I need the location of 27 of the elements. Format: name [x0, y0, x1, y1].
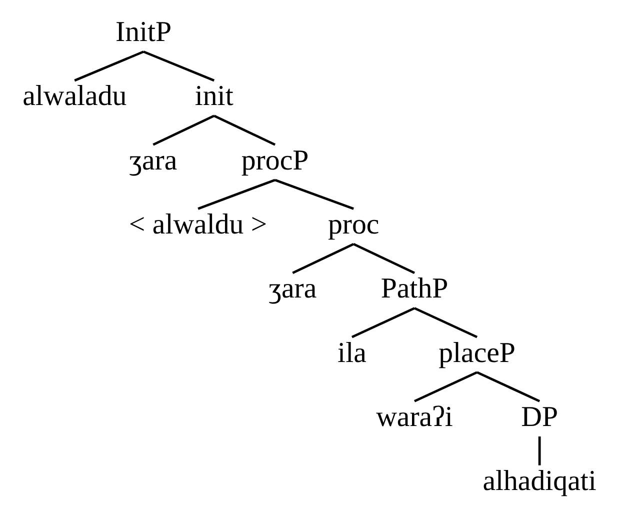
- connector: [143, 50, 215, 82]
- connector: [414, 306, 478, 338]
- node-text: init: [194, 80, 234, 112]
- node-text: procP: [241, 144, 309, 176]
- node-text: alwaladu: [22, 80, 127, 112]
- node-text: alhadiqati: [482, 464, 596, 497]
- connector: [351, 306, 416, 338]
- node-text: DP: [521, 400, 558, 432]
- connector: [414, 370, 478, 402]
- connector: [152, 114, 215, 146]
- connector: [476, 370, 540, 402]
- connector: [292, 242, 354, 274]
- connector: [214, 114, 276, 146]
- node-text: ʒara: [268, 272, 317, 304]
- node-text: ʒara: [129, 144, 178, 176]
- node-text: PathP: [380, 272, 448, 304]
- connector: [274, 178, 354, 210]
- node-text: waraʔi: [376, 400, 453, 432]
- connector: [74, 50, 144, 82]
- node-text: < alwaldu >: [128, 208, 268, 240]
- connector: [198, 178, 276, 210]
- node-text: ila: [338, 336, 366, 368]
- node-text: placeP: [438, 336, 516, 368]
- node-text: proc: [328, 208, 380, 240]
- node-text: InitP: [116, 16, 172, 48]
- connector: [353, 242, 416, 274]
- connector: [538, 436, 541, 465]
